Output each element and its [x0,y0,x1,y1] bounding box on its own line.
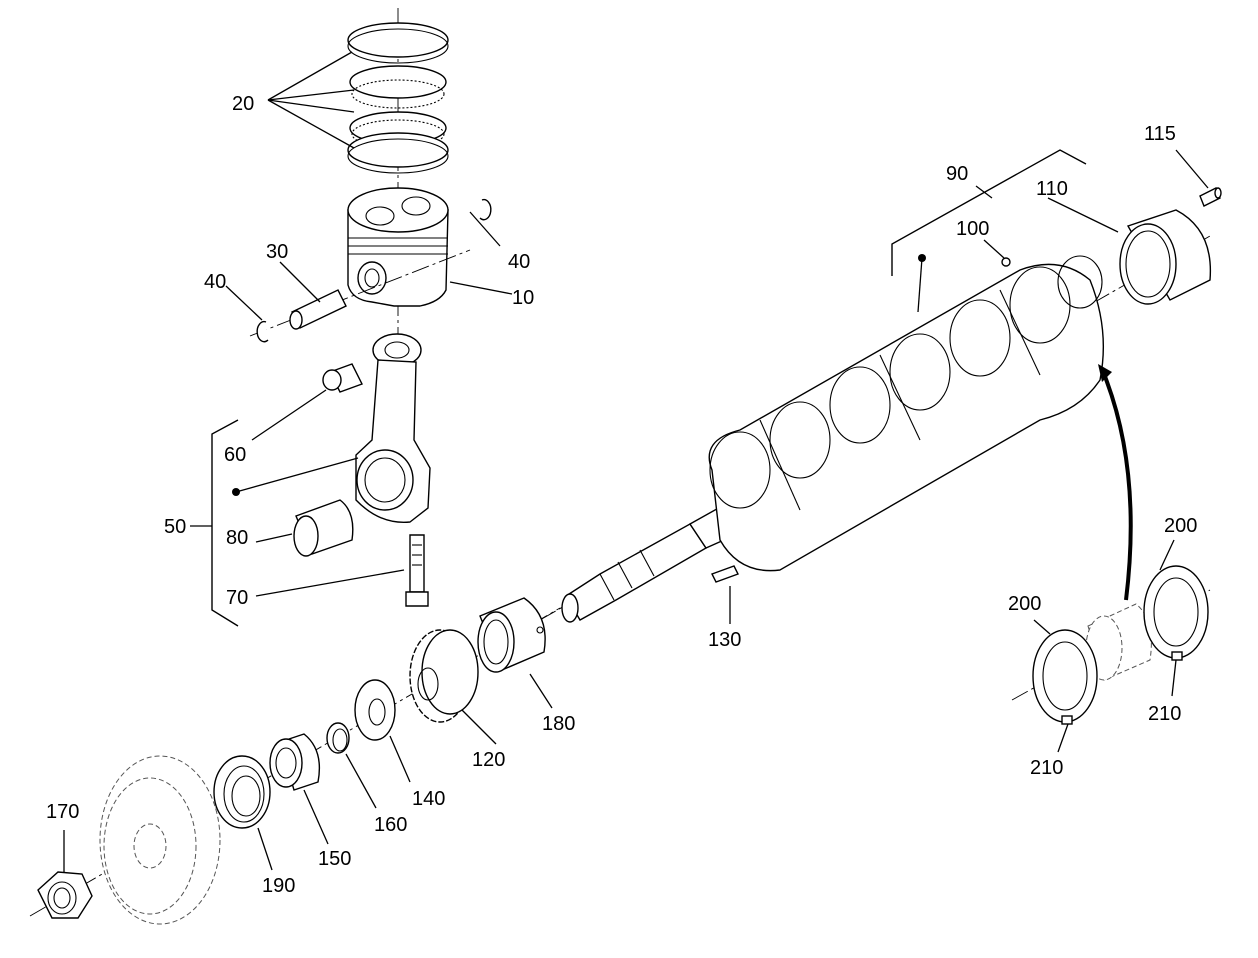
callout-170: 170 [46,801,79,823]
callout-110: 110 [1036,178,1068,200]
callout-40-right: 40 [508,251,530,273]
piston-assembly [190,8,492,627]
callout-90: 90 [946,163,968,185]
callout-180: 180 [542,713,575,735]
callout-40-left: 40 [204,271,226,293]
circlip-right [479,198,492,221]
connecting-rod-bolt [405,534,429,607]
callout-200-left: 200 [1008,593,1041,615]
crank-nut [37,871,93,919]
callout-60: 60 [224,444,246,466]
callout-210-left: 210 [1030,757,1063,779]
callout-120: 120 [472,749,505,771]
callout-200-right: 200 [1164,515,1197,537]
con-rod-bearing [293,499,354,557]
dowel-pin [1199,187,1222,207]
piston-rings [347,22,449,174]
callout-115: 115 [1144,123,1176,145]
crank-gear [409,629,479,723]
callout-130: 130 [708,629,741,651]
front-main-bearing [477,597,546,673]
oil-seal [213,755,271,829]
piston [347,187,449,307]
callout-80: 80 [226,527,248,549]
leader-lines [63,51,1209,872]
crankshaft [539,149,1222,623]
callout-210-right: 210 [1148,703,1181,725]
o-ring [326,722,350,754]
callout-100: 100 [956,218,989,240]
callout-10: 10 [512,287,534,309]
crank-pulley-dashed [99,755,221,925]
circlip-left [256,320,269,343]
thrust-washer [354,679,396,741]
callout-30: 30 [266,241,288,263]
thrust-washer-group [1011,364,1211,725]
callout-labels: 20 10 30 40 40 60 50 80 70 90 100 110 11… [46,93,1197,897]
small-end-bushing [322,363,363,393]
callout-140: 140 [412,788,445,810]
callout-70: 70 [226,587,248,609]
connecting-rod [355,333,431,524]
callout-160: 160 [374,814,407,836]
callout-150: 150 [318,848,351,870]
front-end-parts [29,597,561,925]
callout-20: 20 [232,93,254,115]
rear-bearing [1119,209,1212,305]
piston-pin [249,249,471,337]
spacer-collar [269,733,321,791]
callout-50: 50 [164,516,186,538]
callout-190: 190 [262,875,295,897]
